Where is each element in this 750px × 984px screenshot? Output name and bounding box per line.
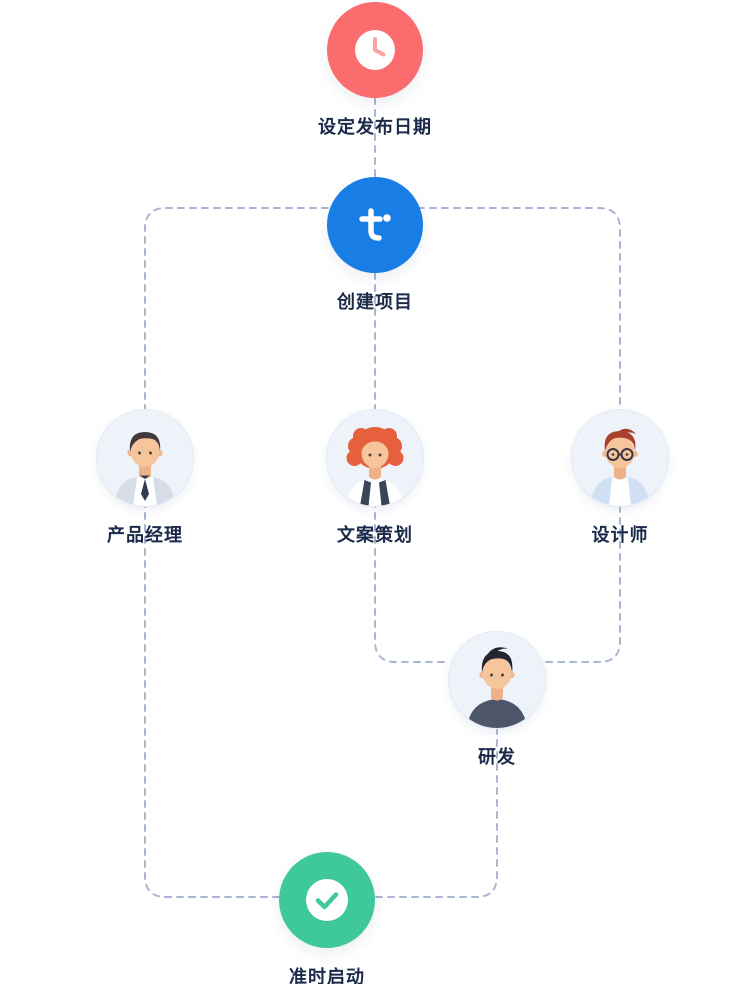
set-date-bubble (327, 2, 423, 98)
create-project-bubble (327, 177, 423, 273)
node-label-set-date: 设定发布日期 (318, 117, 432, 137)
node-label-product-manager: 产品经理 (107, 525, 183, 545)
node-label-launch: 准时启动 (289, 967, 365, 984)
edge-center-rail (374, 272, 450, 663)
node-designer: 设计师 (530, 410, 710, 547)
clock-icon (355, 30, 395, 70)
node-copywriter: 文案策划 (285, 410, 465, 547)
launch-bubble (279, 852, 375, 948)
avatar-copywriter (327, 410, 423, 506)
avatar-developer (449, 632, 545, 728)
node-create-project: 创建项目 (285, 177, 465, 314)
node-label-designer: 设计师 (591, 525, 649, 545)
node-launch: 准时启动 (237, 852, 417, 984)
node-label-copywriter: 文案策划 (337, 525, 413, 545)
node-developer: 研发 (407, 632, 587, 769)
check-icon (306, 879, 348, 921)
avatar-product-manager (97, 410, 193, 506)
avatar-designer (572, 410, 668, 506)
edge-developer-launch (374, 727, 498, 898)
node-set-date: 设定发布日期 (285, 2, 465, 139)
teambition-logo-icon (359, 208, 391, 241)
node-label-create-project: 创建项目 (337, 292, 413, 312)
node-label-developer: 研发 (478, 747, 516, 767)
node-product-manager: 产品经理 (55, 410, 235, 547)
